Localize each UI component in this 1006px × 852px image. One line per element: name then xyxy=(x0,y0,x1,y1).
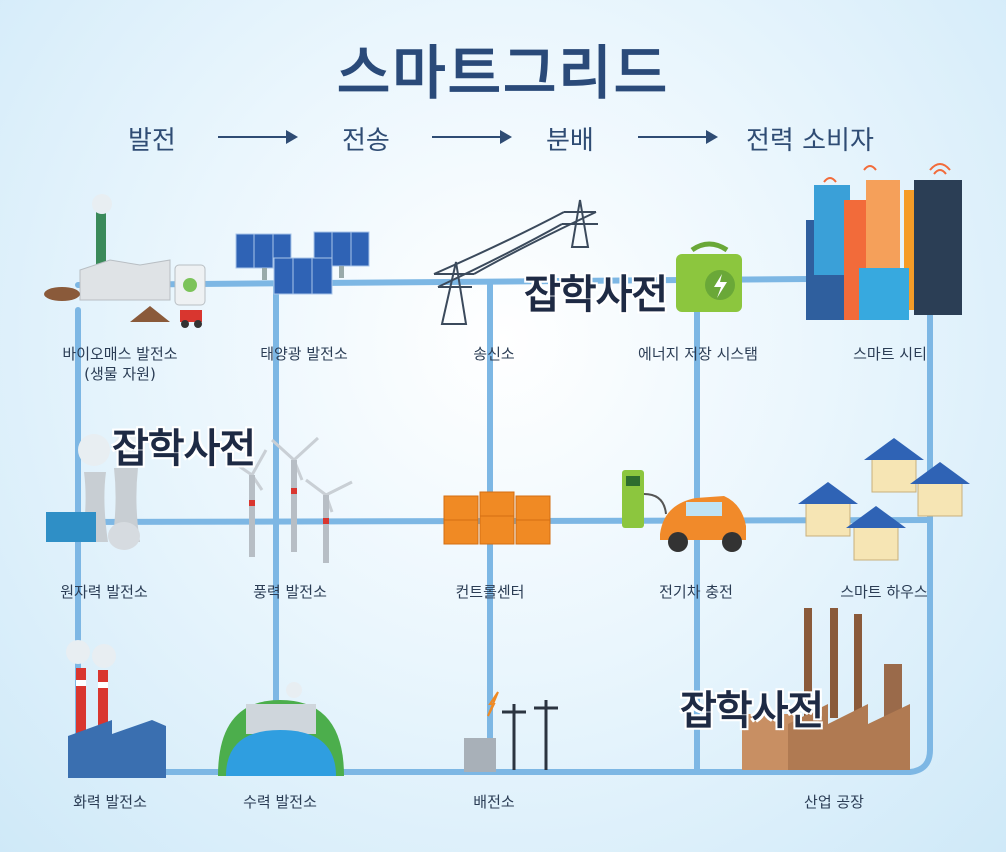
watermark-logo: 잡학사전 xyxy=(112,426,256,472)
smart-house-icon xyxy=(798,438,970,561)
ev-charging-icon xyxy=(622,470,746,552)
page-title: 스마트그리드 xyxy=(336,39,670,107)
biomass-plant-icon xyxy=(44,194,206,328)
biomass-label-line2: (생물 자원) xyxy=(84,365,156,383)
transmission-tower-icon xyxy=(433,199,598,325)
watermark-logo: 잡학사전 xyxy=(524,272,668,318)
flow-step-transmission: 전송 xyxy=(342,126,390,156)
smart-city-label: 스마트 시티 xyxy=(853,345,927,363)
biomass-label-line1: 바이오매스 발전소 xyxy=(62,345,178,363)
substation-icon xyxy=(464,691,558,772)
hydro-label: 수력 발전소 xyxy=(243,793,317,811)
biomass-label: 바이오매스 발전소 (생물 자원) xyxy=(30,344,210,384)
solar-panel-icon xyxy=(235,231,370,295)
control-center-label: 컨트롤센터 xyxy=(455,583,525,601)
flow-step-generation: 발전 xyxy=(128,126,176,156)
flow-arrow-1 xyxy=(218,130,298,144)
battery-storage-icon xyxy=(676,241,742,312)
transmission-label: 송신소 xyxy=(473,345,515,363)
wind-label: 풍력 발전소 xyxy=(253,583,327,601)
hydro-dam-icon xyxy=(218,682,344,776)
smart-city-icon xyxy=(806,163,962,320)
storage-label: 에너지 저장 시스탬 xyxy=(638,345,758,363)
wind-turbine-icon xyxy=(229,436,353,563)
flow-step-distribution: 분배 xyxy=(546,126,594,156)
substation-label: 배전소 xyxy=(473,793,515,811)
flow-step-consumer: 전력 소비자 xyxy=(746,126,874,156)
solar-label: 태양광 발전소 xyxy=(260,345,348,363)
flow-arrow-2 xyxy=(432,130,512,144)
flow-arrow-3 xyxy=(638,130,718,144)
nuclear-plant-icon xyxy=(46,432,142,550)
watermark-logo: 잡학사전 xyxy=(680,688,824,734)
smart-house-label: 스마트 하우스 xyxy=(840,583,928,601)
factory-icon xyxy=(742,608,910,770)
nuclear-label: 원자력 발전소 xyxy=(60,583,148,601)
factory-label: 산업 공장 xyxy=(804,793,864,811)
thermal-plant-icon xyxy=(66,640,166,778)
control-center-icon xyxy=(443,491,551,545)
ev-charging-label: 전기차 충전 xyxy=(659,583,733,601)
thermal-label: 화력 발전소 xyxy=(73,793,147,811)
